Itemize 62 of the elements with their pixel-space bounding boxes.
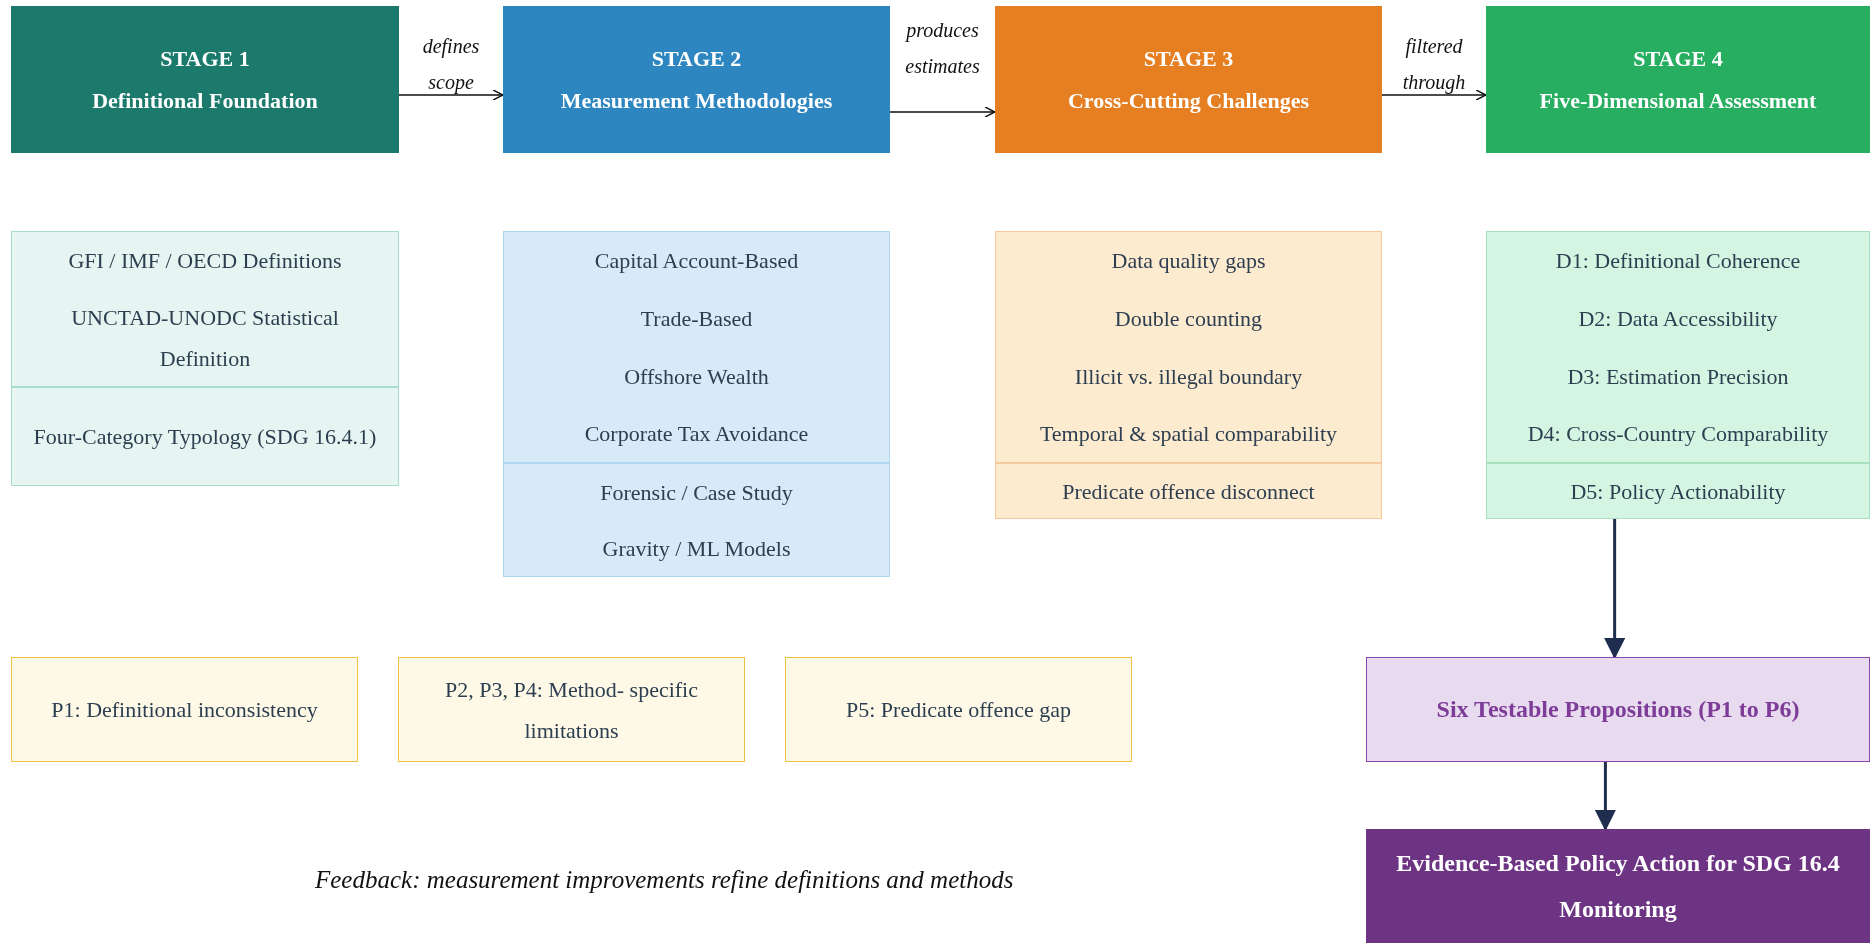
node-text: Temporal & spatial comparability [1038, 420, 1339, 448]
list-item-box [503, 463, 890, 521]
node-text: UNCTAD-UNODC Statistical Definition [70, 303, 340, 373]
edge-label: produces estimates [904, 18, 981, 79]
node-text: Predicate offence disconnect [1061, 477, 1316, 506]
node-text: Six Testable Propositions (P1 to P6) [1436, 696, 1800, 723]
node-text: P2, P3, P4: Method- specific limitations [444, 675, 699, 745]
list-item-box [503, 521, 890, 577]
stage-header-box [995, 6, 1382, 153]
list-item-box [995, 231, 1382, 289]
node-text: Forensic / Case Study [599, 479, 794, 507]
node-text: Corporate Tax Avoidance [583, 420, 810, 448]
stage-title: Measurement Methodologies [560, 86, 833, 115]
list-item-box [1486, 463, 1870, 519]
proposition-box [785, 657, 1132, 762]
edge-label: defines scope [421, 34, 481, 96]
outcome-box [1366, 829, 1870, 943]
stage-number: STAGE 1 [160, 44, 250, 73]
stage-number: STAGE 2 [651, 44, 742, 73]
arrow [398, 89, 504, 101]
node-text: Four-Category Typology (SDG 16.4.1) [32, 423, 378, 451]
node-text: GFI / IMF / OECD Definitions [67, 247, 343, 275]
node-text: Offshore Wealth [623, 362, 770, 391]
arrow [889, 106, 996, 118]
stage-number: STAGE 4 [1633, 44, 1723, 73]
node-text: Gravity / ML Models [601, 535, 792, 563]
list-item-box [1486, 231, 1870, 289]
node-text: P5: Predicate offence gap [845, 696, 1072, 724]
list-item-box [1486, 405, 1870, 463]
node-text: Evidence-Based Policy Action for SDG 16.4 Monitoring [1395, 849, 1841, 924]
list-item-box [503, 405, 890, 463]
list-item-box [995, 405, 1382, 463]
node-text: P1: Definitional inconsistency [50, 696, 319, 724]
stage-header-box [1486, 6, 1870, 153]
proposition-box [398, 657, 745, 762]
stage-title: Cross-Cutting Challenges [1068, 86, 1309, 115]
node-text: Double counting [1113, 304, 1264, 333]
stage-title: Definitional Foundation [92, 86, 318, 115]
edge-label: filtered through [1401, 34, 1467, 96]
stage-header-box [503, 6, 890, 153]
node-text: Data quality gaps [1110, 247, 1267, 275]
list-item-box [11, 231, 399, 289]
list-item-box [11, 387, 399, 486]
arrow [1381, 89, 1487, 101]
arrow [1594, 762, 1616, 832]
list-item-box [503, 231, 890, 289]
node-text: Illicit vs. illegal boundary [1073, 362, 1304, 391]
node-text: D1: Definitional Coherence [1554, 247, 1802, 275]
list-item-box [11, 289, 399, 387]
node-text: Capital Account-Based [593, 247, 800, 275]
node-text: D2: Data Accessibility [1577, 304, 1779, 333]
stage-header-box [11, 6, 399, 153]
proposition-summary-box [1366, 657, 1870, 762]
node-text: D4: Cross-Country Comparability [1526, 420, 1830, 448]
stage-number: STAGE 3 [1143, 44, 1234, 73]
list-item-box [995, 463, 1382, 519]
node-text: Trade-Based [639, 304, 754, 333]
node-text: D3: Estimation Precision [1566, 362, 1790, 391]
stage-title: Five-Dimensional Assessment [1539, 86, 1817, 115]
note-text: Feedback: measurement improvements refine definitions and methods [315, 866, 1014, 894]
node-text: D5: Policy Actionability [1569, 477, 1787, 506]
proposition-box [11, 657, 358, 762]
